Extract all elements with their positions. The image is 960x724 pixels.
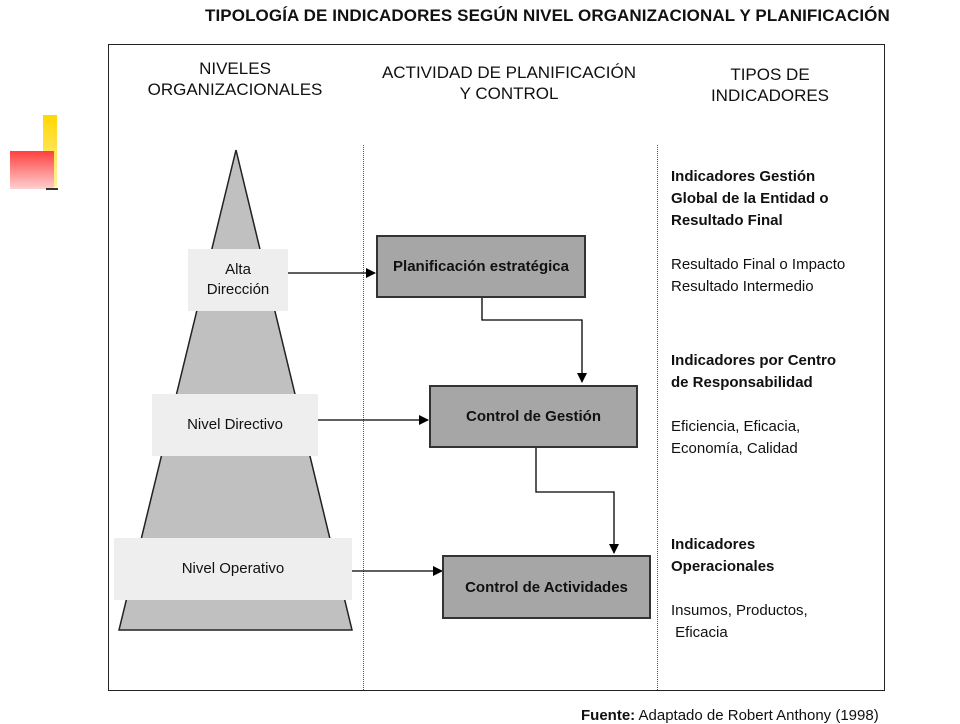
indicator-global-item-1: Resultado Final o Impacto — [671, 256, 846, 273]
activity-control-actividades: Control de Actividades — [442, 555, 651, 619]
diagram-frame — [108, 44, 885, 691]
indicator-global-heading-2: Global de la Entidad o — [671, 190, 829, 207]
accent-red-bar — [10, 151, 54, 189]
accent-decoration — [10, 115, 60, 195]
indicator-operacionales-heading-2: Operacionales — [671, 558, 775, 575]
indicator-group-operacionales: Indicadores Operacionales Insumos, Produ… — [671, 534, 871, 644]
source-text: Adaptado de Robert Anthony (1998) — [635, 707, 879, 724]
column-header-activity-line2: Y CONTROL — [459, 84, 559, 103]
indicator-centro-item-1: Eficiencia, Eficacia, — [671, 418, 801, 435]
indicator-group-centro: Indicadores por Centro de Responsabilida… — [671, 350, 871, 460]
column-header-types-line2: INDICADORES — [710, 86, 830, 105]
column-header-activity: ACTIVIDAD DE PLANIFICACIÓN Y CONTROL — [365, 62, 653, 104]
source-note: Fuente: Adaptado de Robert Anthony (1998… — [581, 707, 879, 724]
activity-planificacion-estrategica: Planificación estratégica — [376, 235, 586, 298]
level-alta-line2: Dirección — [206, 281, 270, 298]
activity-control-gestion: Control de Gestión — [429, 385, 638, 448]
indicator-global-heading-1: Indicadores Gestión — [671, 168, 816, 185]
arrow-gestion-to-actividades — [535, 448, 619, 554]
indicator-centro-item-2: Economía, Calidad — [671, 440, 798, 457]
column-header-activity-line1: ACTIVIDAD DE PLANIFICACIÓN — [381, 63, 637, 82]
indicator-group-global: Indicadores Gestión Global de la Entidad… — [671, 166, 871, 298]
indicator-global-heading-3: Resultado Final — [671, 212, 783, 229]
level-alta-direccion: Alta Dirección — [188, 249, 288, 311]
arrow-planificacion-to-gestion — [481, 298, 587, 383]
column-header-levels: NIVELES ORGANIZACIONALES — [130, 58, 340, 100]
level-operativo: Nivel Operativo — [114, 538, 352, 600]
indicator-operacionales-item-2: Eficacia — [671, 624, 728, 641]
column-header-levels-line2: ORGANIZACIONALES — [147, 80, 323, 99]
organization-pyramid — [118, 149, 353, 631]
page-title: TIPOLOGÍA DE INDICADORES SEGÚN NIVEL ORG… — [205, 6, 890, 25]
indicator-operacionales-heading-1: Indicadores — [671, 536, 756, 553]
column-header-types: TIPOS DE INDICADORES — [680, 64, 860, 106]
accent-line — [46, 188, 58, 190]
indicator-operacionales-item-1: Insumos, Productos, — [671, 602, 808, 619]
separator-right — [657, 145, 658, 690]
column-header-levels-line1: NIVELES — [199, 59, 271, 78]
indicator-centro-heading-1: Indicadores por Centro — [671, 352, 837, 369]
separator-left — [363, 145, 364, 690]
level-alta-line1: Alta — [225, 261, 251, 278]
indicator-global-item-2: Resultado Intermedio — [671, 278, 814, 295]
indicator-centro-heading-2: de Responsabilidad — [671, 374, 813, 391]
level-directivo: Nivel Directivo — [152, 394, 318, 456]
source-label: Fuente: — [581, 707, 636, 724]
column-header-types-line1: TIPOS DE — [730, 65, 810, 84]
